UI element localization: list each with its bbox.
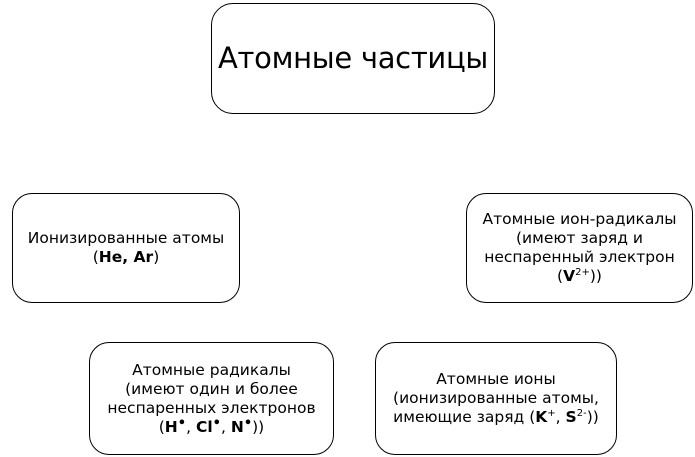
- ion-radicals-desc-1: (имеют заряд и: [516, 229, 643, 247]
- node-ionized-atoms: Ионизированные атомы (He, Ar): [12, 193, 240, 303]
- close-paren: ): [153, 248, 160, 266]
- ions-example-line: имеющие заряд (K+, S2-)): [393, 408, 599, 427]
- vanadium-charge: 2+: [575, 267, 590, 278]
- ionized-atoms-examples: He, Ar: [98, 248, 154, 266]
- ions-desc-1: (ионизированные атомы,: [393, 389, 599, 407]
- radical-dot-cl: •: [212, 415, 221, 431]
- ion-radicals-desc-2: неспаренный электрон: [484, 248, 675, 266]
- separator: ,: [220, 417, 231, 436]
- radical-dot-h: •: [177, 415, 187, 431]
- sulfur-charge: 2-: [576, 408, 587, 419]
- node-atomic-ions: Атомные ионы (ионизированные атомы, имею…: [375, 342, 617, 455]
- separator: ,: [186, 417, 196, 436]
- sulfur-symbol: S: [565, 408, 577, 426]
- node-atomic-ion-radicals: Атомные ион-радикалы (имеют заряд и несп…: [466, 193, 693, 303]
- hydrogen-symbol: H: [164, 417, 178, 436]
- ions-desc-2: имеющие заряд (: [393, 408, 536, 426]
- open-paren: (: [557, 267, 564, 285]
- vanadium-symbol: V: [563, 267, 576, 285]
- chlorine-symbol: Cl: [195, 417, 213, 436]
- radicals-title: Атомные радикалы: [132, 360, 291, 379]
- radical-dot-n: •: [243, 415, 253, 431]
- close-paren: )): [252, 417, 265, 436]
- root-title: Атомные частицы: [218, 41, 488, 75]
- node-atomic-ions-text: Атомные ионы (ионизированные атомы, имею…: [393, 370, 599, 427]
- radicals-desc-2: неспаренных электронов: [107, 398, 316, 417]
- close-paren: )): [589, 267, 602, 285]
- node-atomic-radicals: Атомные радикалы (имеют один и более нес…: [89, 342, 334, 455]
- potassium-symbol: K: [535, 408, 548, 426]
- ions-title: Атомные ионы: [436, 370, 556, 388]
- ionized-atoms-title: Ионизированные атомы: [27, 229, 225, 247]
- close-paren: )): [586, 408, 599, 426]
- potassium-charge: +: [547, 408, 556, 419]
- open-paren: (: [92, 248, 99, 266]
- nitrogen-symbol: N: [230, 417, 244, 436]
- open-paren: (: [158, 417, 165, 436]
- radicals-example-line: (H•, Cl•, N•)): [107, 415, 315, 437]
- root-node-atomic-particles: Атомные частицы: [211, 3, 495, 114]
- separator: ,: [555, 408, 566, 426]
- ion-radicals-title: Атомные ион-радикалы: [482, 210, 677, 228]
- ionized-atoms-examples-line: (He, Ar): [28, 248, 224, 267]
- ion-radicals-example-line: (V2+)): [482, 267, 676, 286]
- radicals-desc-1: (имеют один и более: [125, 379, 298, 398]
- node-atomic-radicals-text: Атомные радикалы (имеют один и более нес…: [107, 361, 315, 437]
- node-atomic-ion-radicals-text: Атомные ион-радикалы (имеют заряд и несп…: [482, 210, 676, 286]
- node-ionized-atoms-text: Ионизированные атомы (He, Ar): [28, 229, 224, 267]
